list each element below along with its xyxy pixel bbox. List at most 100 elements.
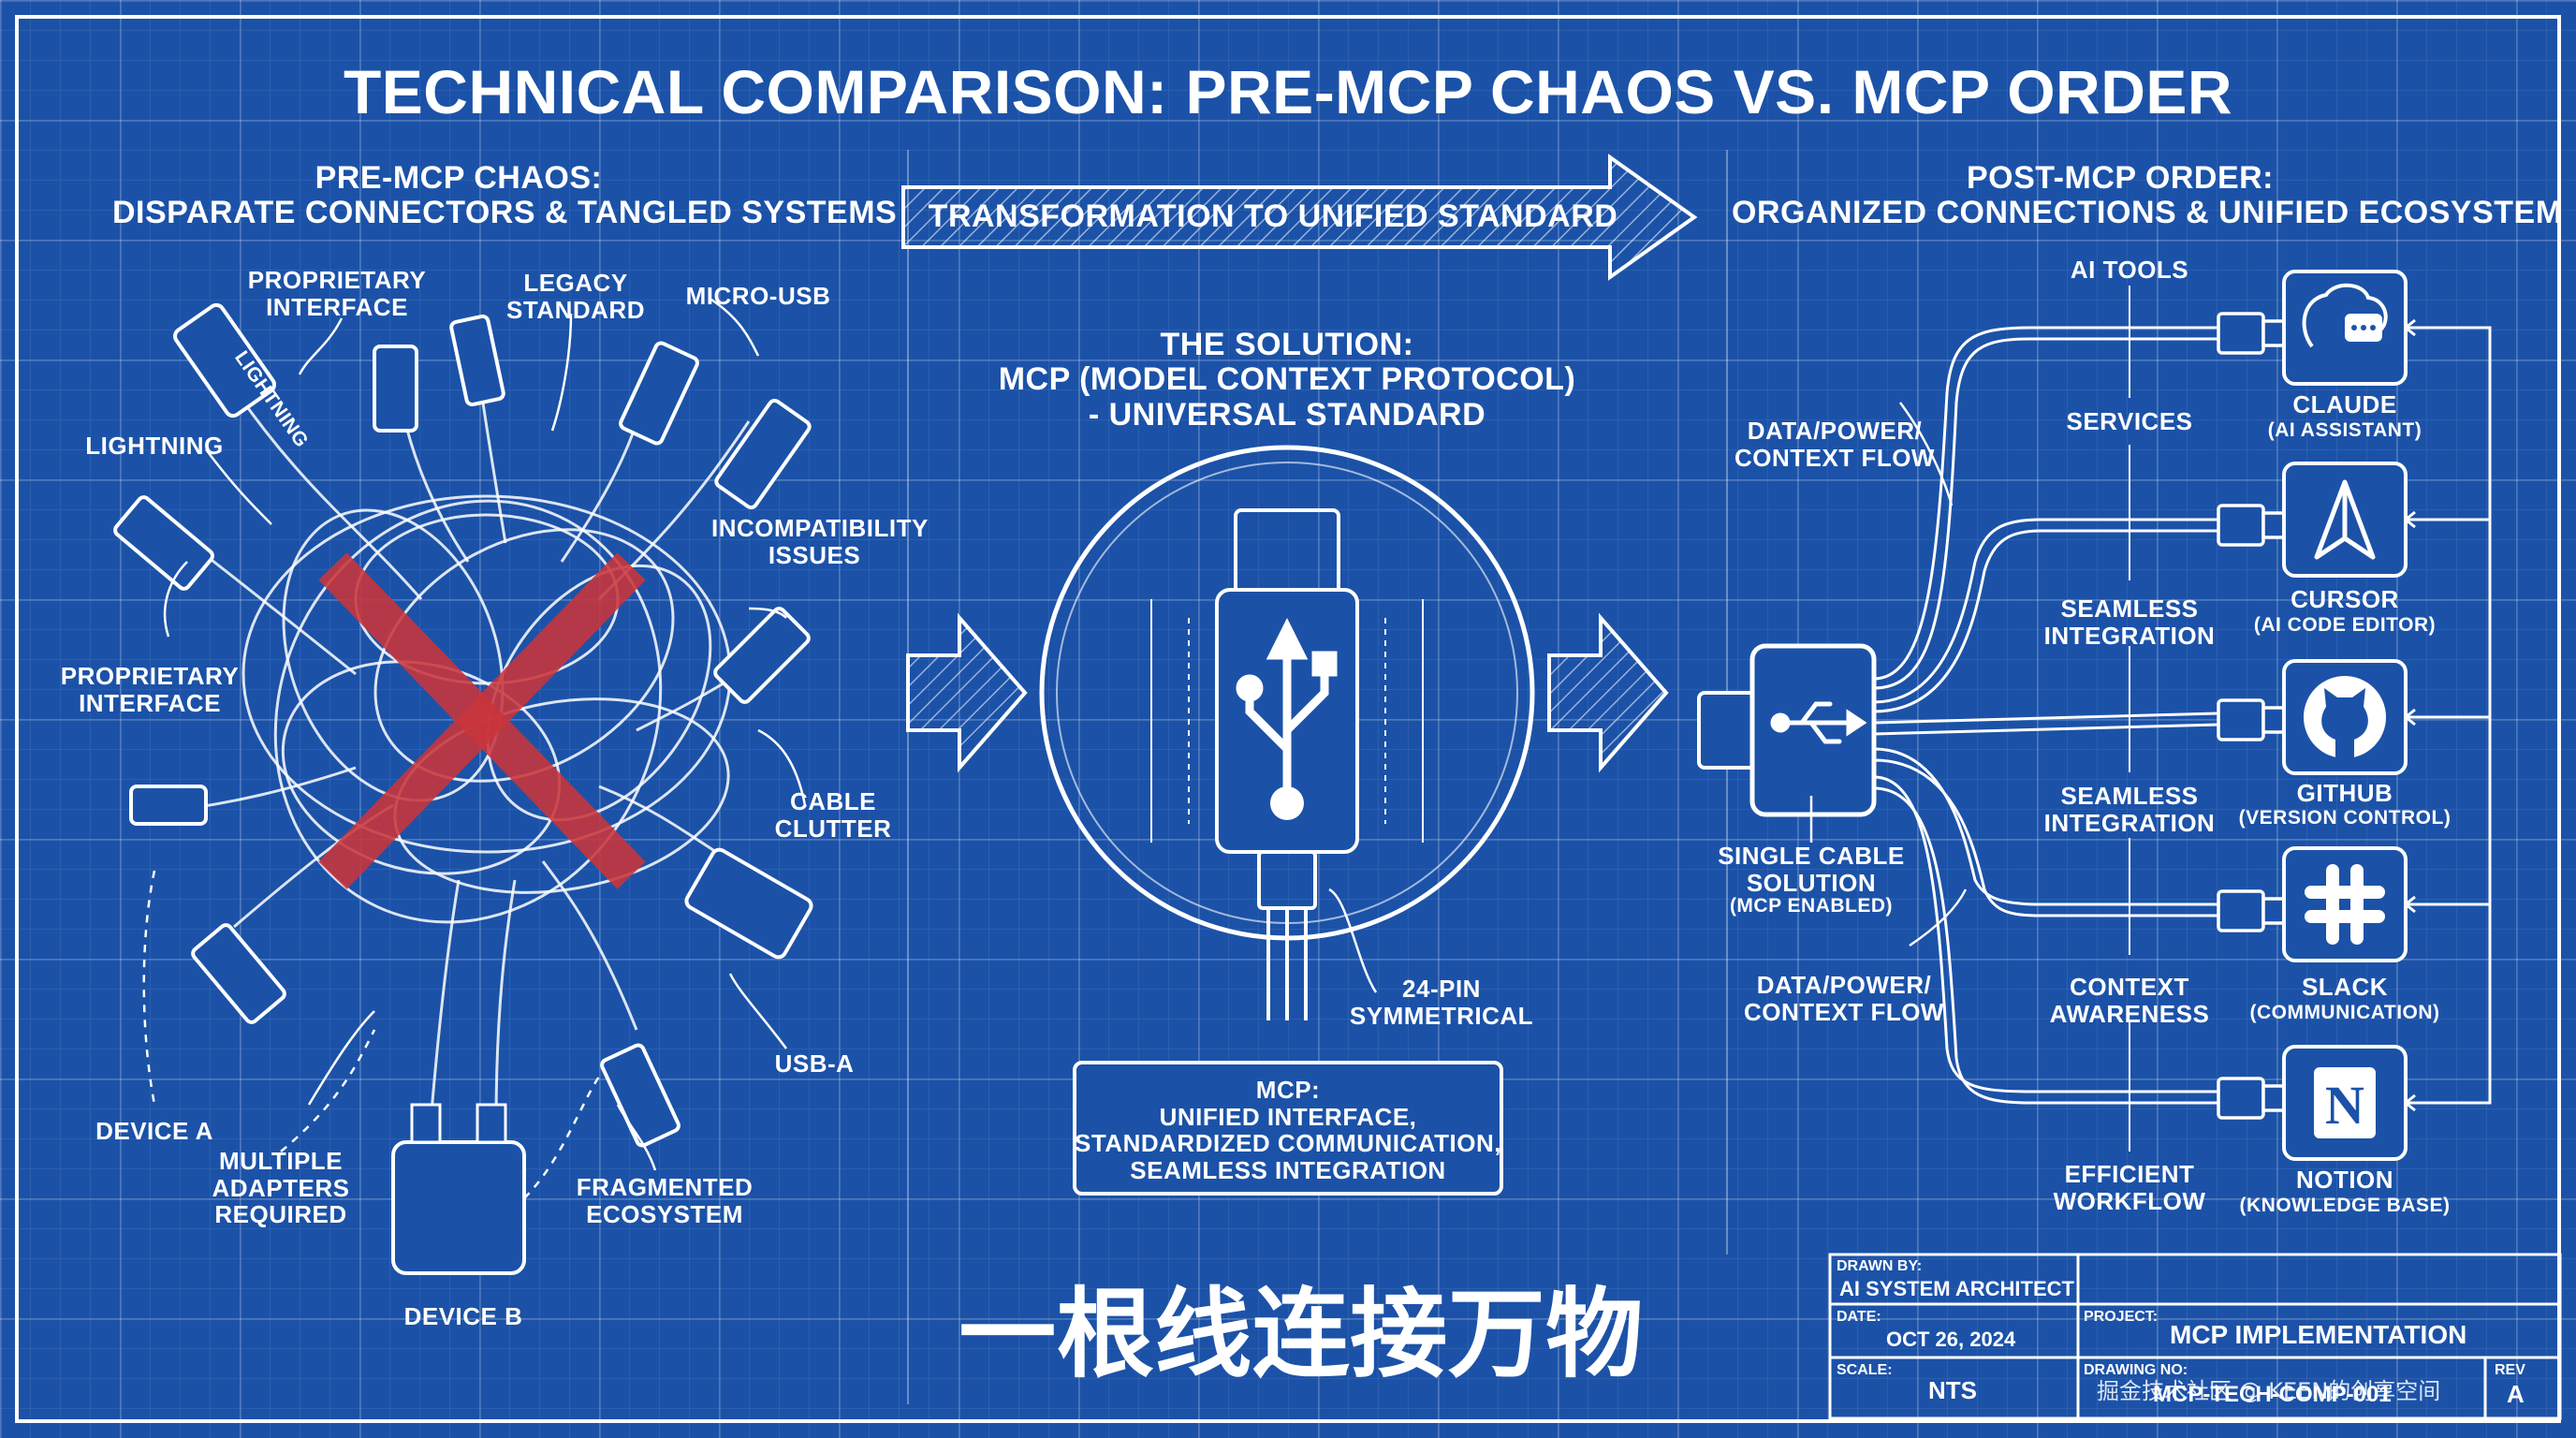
pin-pointer <box>1328 888 1378 993</box>
mcp-summary-text: MCP: UNIFIED INTERFACE, STANDARDIZED COM… <box>1075 1077 1501 1183</box>
right-heading: POST-MCP ORDER: ORGANIZED CONNECTIONS & … <box>1732 160 2563 231</box>
cursor-arrow-icon <box>2314 479 2376 560</box>
label-line: STANDARD <box>506 295 645 324</box>
transformation-arrow <box>901 154 1698 281</box>
tb-drawing-no: MCP-TECH-COMP-001 <box>2153 1382 2392 1407</box>
label-line: PROPRIETARY <box>60 662 240 690</box>
small-plugs <box>2217 312 2286 1120</box>
tb-scale: NTS <box>1928 1376 1977 1404</box>
summary-line: UNIFIED INTERFACE, <box>1159 1102 1417 1131</box>
tool-notion-desc: (KNOWLEDGE BASE) <box>2239 1195 2451 1216</box>
label-single-cable-solution: SINGLE CABLE SOLUTION <box>1704 843 1919 896</box>
arrow-into-circle <box>906 612 1028 773</box>
label-line: ECOSYSTEM <box>586 1199 743 1228</box>
label-seamless-integration-2: SEAMLESS INTEGRATION <box>2043 782 2216 837</box>
left-heading: PRE-MCP CHAOS: DISPARATE CONNECTORS & TA… <box>112 160 898 231</box>
label-context-awareness: CONTEXT AWARENESS <box>2049 973 2210 1028</box>
label-line: PROPRIETARY <box>247 266 427 294</box>
brain-chat-icon <box>2302 283 2388 348</box>
label-device-b: DEVICE B <box>403 1302 523 1330</box>
mcp-summary-box <box>1073 1061 1503 1196</box>
label-line: 24-PIN <box>1402 975 1481 1003</box>
left-pointer-lines <box>163 298 807 1171</box>
tool-slack-desc: (COMMUNICATION) <box>2249 1002 2440 1023</box>
tb-drawn-by: AI SYSTEM ARCHITECT <box>1839 1277 2074 1300</box>
tb-rev: A <box>2507 1380 2525 1408</box>
title-block-grid <box>1828 1253 2562 1420</box>
hub-plug <box>1697 691 1757 770</box>
label-24-pin: 24-PIN SYMMETRICAL <box>1339 976 1544 1029</box>
label-line: MULTIPLE <box>218 1147 344 1175</box>
tb-drawing-no-label: DRAWING NO: <box>2084 1362 2188 1378</box>
tool-github-desc: (VERSION CONTROL) <box>2238 807 2452 829</box>
tool-claude-name: CLAUDE <box>2292 390 2397 418</box>
label-line: FRAGMENTED <box>576 1173 754 1201</box>
notion-n-icon: N <box>2314 1067 2376 1138</box>
tb-drawn-by-label: DRAWN BY: <box>1837 1258 1923 1274</box>
label-legacy-standard: LEGACY STANDARD <box>487 270 665 323</box>
right-heading-line-2: ORGANIZED CONNECTIONS & UNIFIED ECOSYSTE… <box>1732 195 2563 231</box>
summary-line: MCP: <box>1255 1076 1321 1104</box>
label-cable-clutter: CABLE CLUTTER <box>758 788 908 842</box>
label-mcp-enabled: (MCP ENABLED) <box>1729 895 1894 917</box>
label-line: SYMMETRICAL <box>1349 1001 1534 1030</box>
label-multiple-adapters: MULTIPLE ADAPTERS REQUIRED <box>197 1148 365 1228</box>
left-callout-lines <box>142 870 601 1199</box>
label-efficient-workflow: EFFICIENT WORKFLOW <box>2053 1160 2206 1215</box>
svg-text:N: N <box>2325 1075 2364 1136</box>
label-line: LEGACY <box>523 269 628 297</box>
solution-line-2: MCP (MODEL CONTEXT PROTOCOL) <box>998 361 1576 398</box>
tb-scale-label: SCALE: <box>1837 1362 1893 1378</box>
hub-connector <box>1749 643 1877 817</box>
tool-notion-name: NOTION <box>2295 1166 2394 1194</box>
label-ai-tools: AI TOOLS <box>2070 256 2189 284</box>
label-data-flow-bottom: DATA/POWER/ CONTEXT FLOW <box>1741 972 1947 1025</box>
tb-project: MCP IMPLEMENTATION <box>2170 1320 2467 1349</box>
tool-cursor-desc: (AI CODE EDITOR) <box>2253 614 2437 636</box>
label-line: CLUTTER <box>774 814 892 843</box>
red-cross-mark <box>318 552 646 889</box>
summary-line: STANDARDIZED COMMUNICATION, <box>1075 1129 1501 1158</box>
tool-github-name: GITHUB <box>2296 779 2393 807</box>
usb-symbol-icon <box>1236 617 1338 820</box>
tool-slack-name: SLACK <box>2301 973 2389 1001</box>
label-line: DATA/POWER/ <box>1756 971 1932 999</box>
label-fragmented-ecosystem: FRAGMENTED ECOSYSTEM <box>562 1174 768 1227</box>
outer-frame <box>15 15 2561 1423</box>
label-line: INCOMPATIBILITY <box>711 514 929 542</box>
label-device-a: DEVICE A <box>95 1117 213 1145</box>
label-usb-a: USB-A <box>774 1049 855 1078</box>
arrow-out-circle <box>1547 612 1669 773</box>
label-data-flow-top: DATA/POWER/ CONTEXT FLOW <box>1732 418 1938 471</box>
label-line: CABLE <box>789 787 877 815</box>
label-line: ISSUES <box>768 540 861 569</box>
label-line: ADAPTERS <box>212 1173 350 1202</box>
distribution-cables <box>1873 326 2219 1105</box>
chinese-slogan: 一根线连接万物 <box>959 1277 1644 1391</box>
solution-heading: THE SOLUTION: MCP (MODEL CONTEXT PROTOCO… <box>973 327 1601 433</box>
watermark: 掘金技术社区 @ KEEN的创享空间 <box>2097 1378 2441 1404</box>
solution-line-3: - UNIVERSAL STANDARD <box>1088 396 1486 433</box>
summary-line: SEAMLESS INTEGRATION <box>1130 1155 1446 1184</box>
label-services: SERVICES <box>2066 407 2193 435</box>
github-cat-icon <box>2304 676 2386 758</box>
label-line: DATA/POWER/ <box>1747 417 1923 445</box>
tb-project-label: PROJECT: <box>2084 1309 2159 1325</box>
label-micro-usb: MICRO-USB <box>685 282 831 310</box>
label-line: SOLUTION <box>1746 868 1877 897</box>
device-b-box <box>391 1140 526 1275</box>
left-heading-line-2: DISPARATE CONNECTORS & TANGLED SYSTEMS <box>112 195 898 231</box>
tb-rev-label: REV <box>2495 1362 2525 1378</box>
label-line: REQUIRED <box>214 1200 347 1229</box>
transformation-arrow-label: TRANSFORMATION TO UNIFIED STANDARD <box>928 198 1618 234</box>
label-seamless-integration-1: SEAMLESS INTEGRATION <box>2043 594 2216 650</box>
tool-claude-desc: (AI ASSISTANT) <box>2267 419 2422 441</box>
right-pointer-lines <box>1809 402 1968 947</box>
label-proprietary-interface-top: PROPRIETARY INTERFACE <box>234 267 440 320</box>
label-line: SINGLE CABLE <box>1718 842 1905 870</box>
right-heading-line-1: POST-MCP ORDER: <box>1966 160 2274 196</box>
connector-plugs <box>113 302 813 1148</box>
tb-date: OCT 26, 2024 <box>1886 1328 2016 1351</box>
